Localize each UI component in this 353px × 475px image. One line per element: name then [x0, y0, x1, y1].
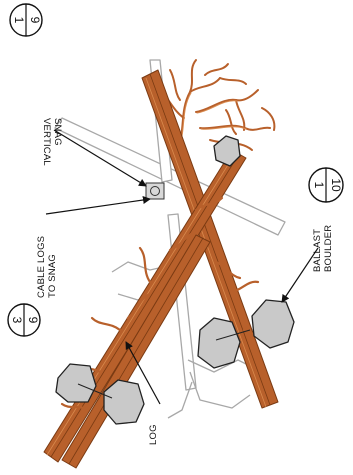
label-ballast-boulder-line1: BALLAST [312, 229, 323, 272]
boulder-left-1 [56, 364, 96, 402]
label-vertical-snag-line1: VERTICAL [41, 118, 52, 166]
label-vertical-snag: VERTICAL SNAG [41, 118, 63, 166]
snag-anchor [146, 183, 164, 199]
boulder-right-2 [252, 300, 294, 348]
label-log-text: LOG [148, 424, 159, 445]
label-ballast-boulder: BALLAST BOULDER [312, 225, 334, 272]
leader-ballast-boulder [282, 248, 318, 302]
callout-top-left-bottom: 9 [28, 17, 42, 24]
label-ballast-boulder-line2: BOULDER [323, 225, 334, 272]
snag-root-2 [190, 372, 250, 408]
boulder-left-2 [104, 380, 144, 424]
callout-right-bottom: 10 [329, 178, 343, 192]
callout-top-left-top: 1 [12, 17, 26, 24]
label-log: LOG [148, 424, 159, 445]
label-cable-logs-line1: CABLE LOGS [36, 236, 47, 298]
label-cable-logs: CABLE LOGS TO SNAG [36, 236, 58, 298]
boulder-right-1 [198, 318, 240, 368]
callout-mid-left: 3 9 [8, 304, 40, 336]
snag-anchor-box [146, 183, 164, 199]
callout-top-left: 1 9 [10, 4, 42, 36]
callout-right: 1 10 [309, 168, 343, 202]
callout-mid-left-top: 3 [10, 317, 24, 324]
leader-cable-logs [46, 199, 150, 214]
callout-right-top: 1 [312, 182, 326, 189]
label-cable-logs-line2: TO SNAG [47, 254, 58, 298]
callout-mid-left-bottom: 9 [26, 317, 40, 324]
